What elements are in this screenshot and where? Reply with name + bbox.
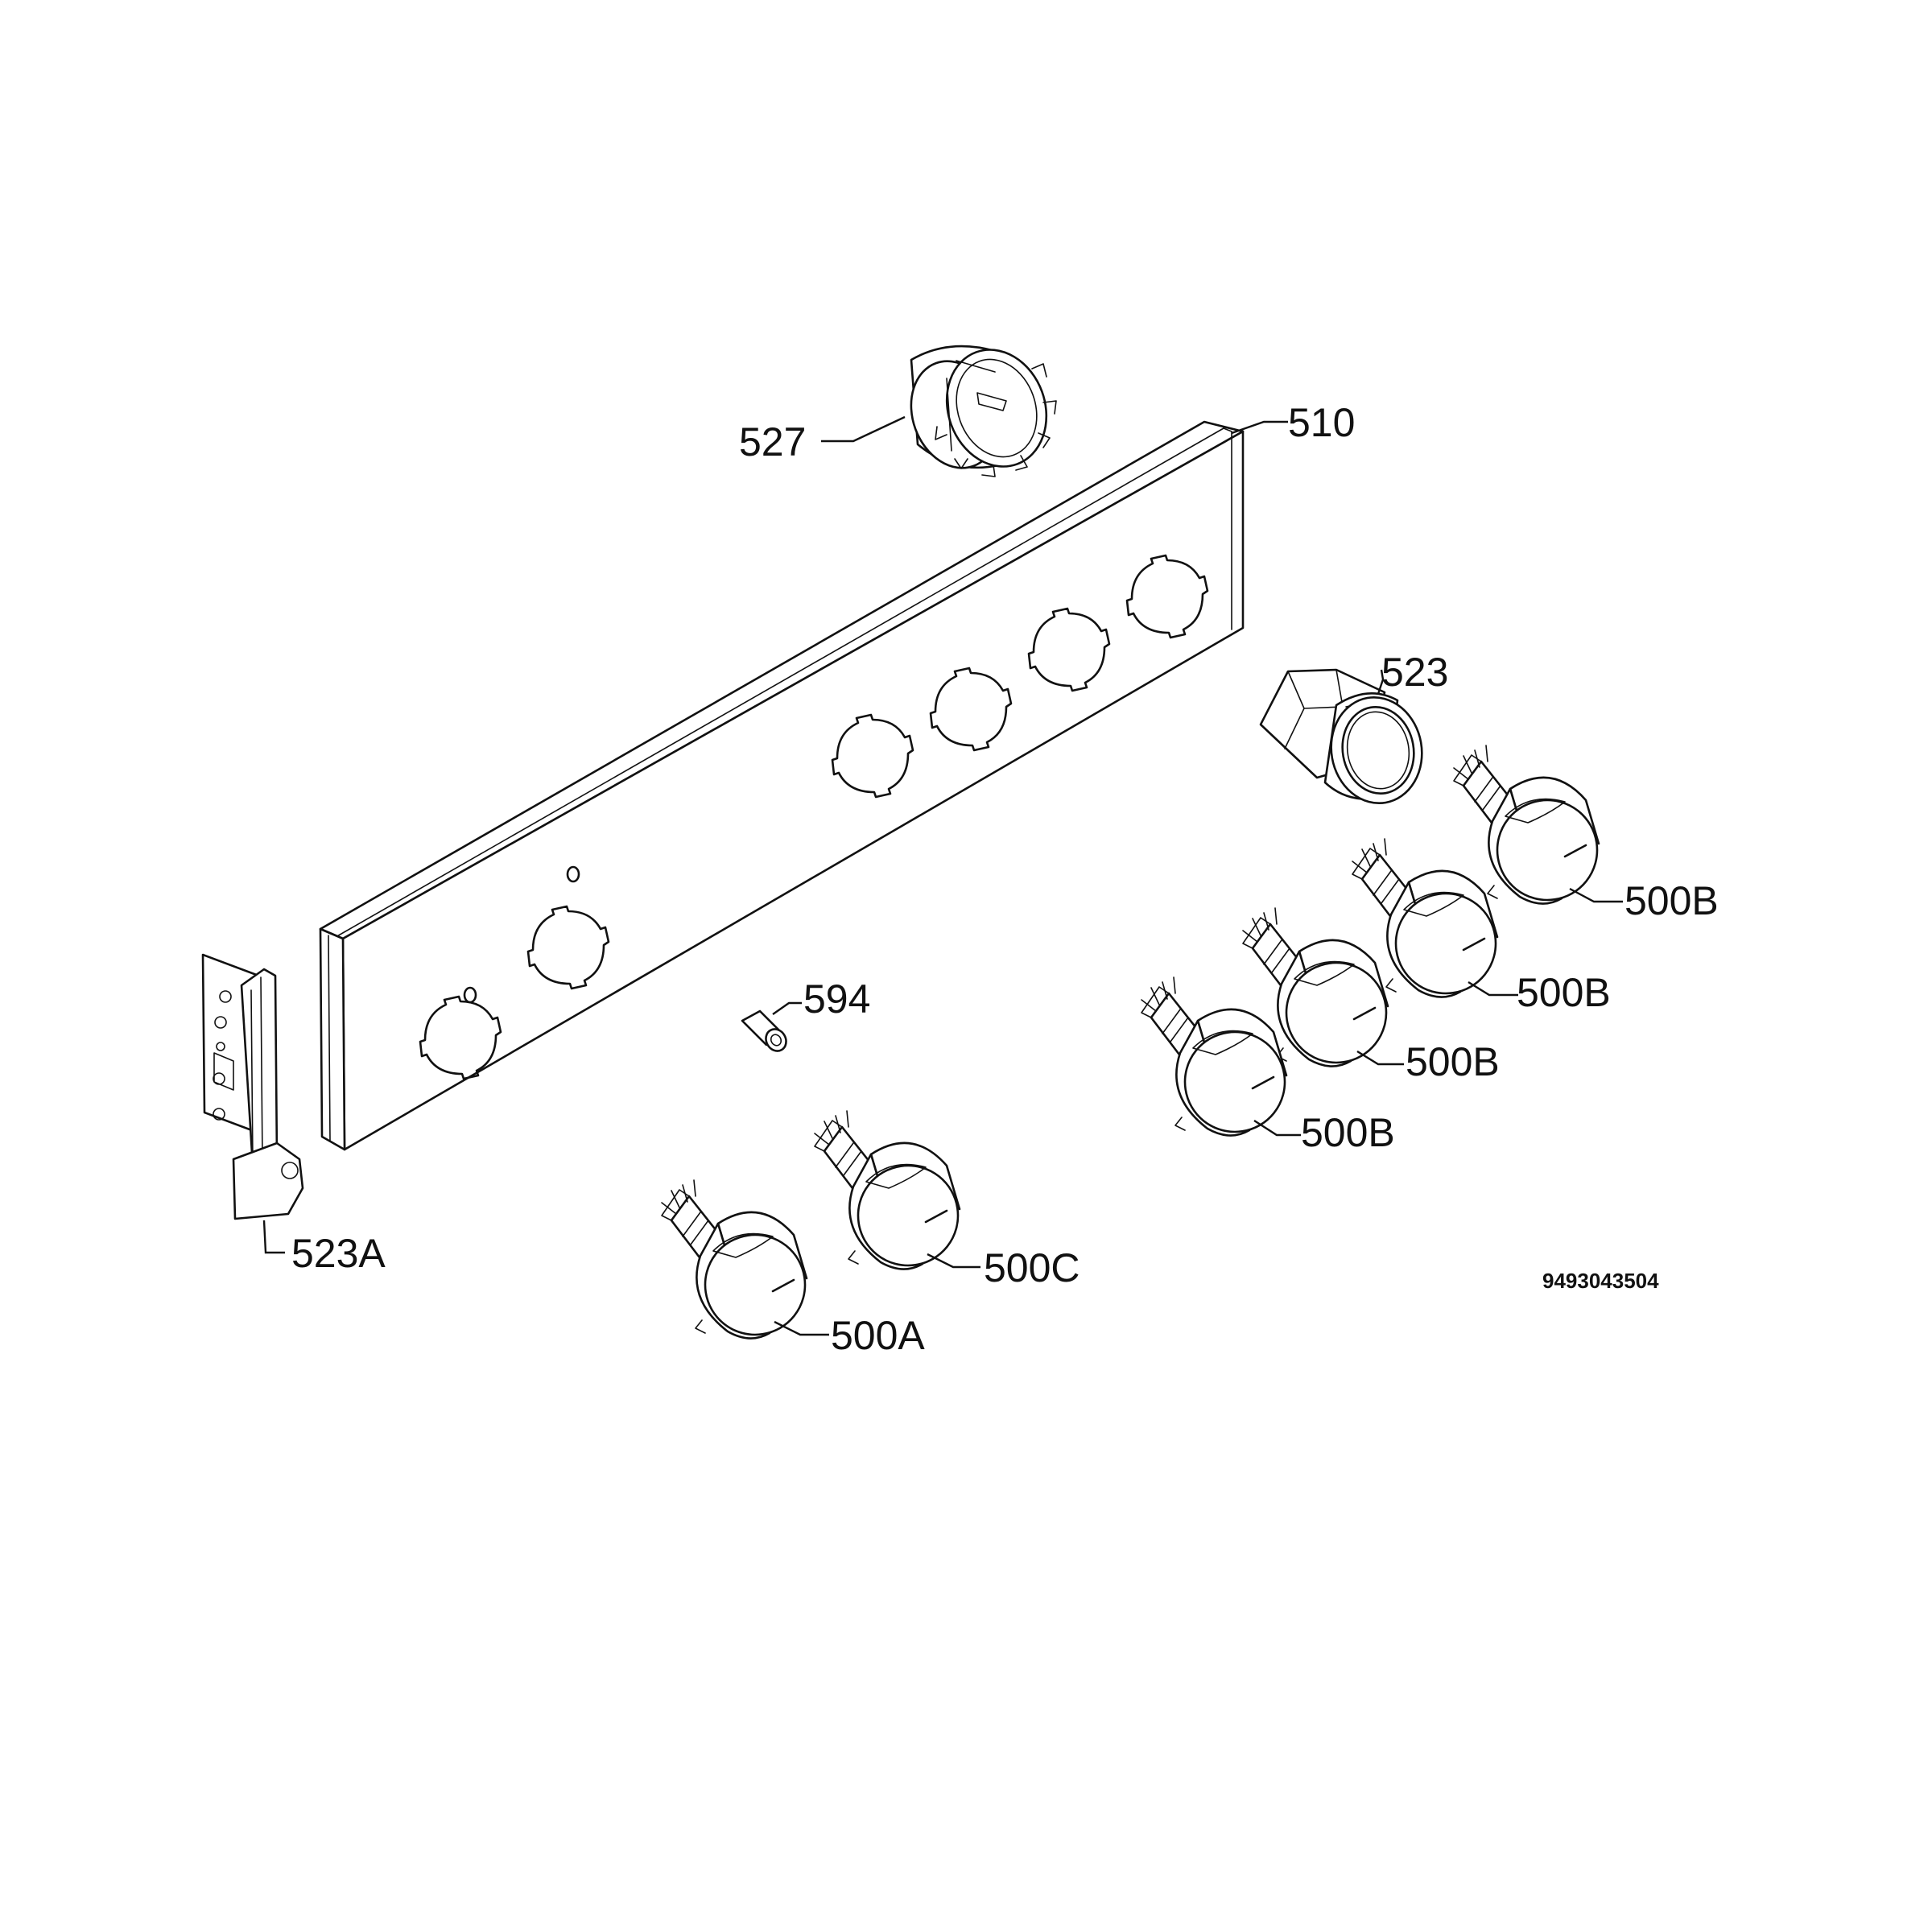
label-500b-2: 500B — [1517, 970, 1611, 1015]
leader-527 — [821, 415, 906, 443]
leader-500a — [774, 1320, 829, 1336]
leader-510 — [1231, 420, 1288, 435]
part-527-ring — [910, 345, 1057, 477]
label-500b-1: 500B — [1624, 878, 1719, 923]
part-510-control-panel — [319, 420, 1245, 1151]
part-594-pin — [741, 1009, 787, 1052]
knob-500c — [813, 1109, 977, 1285]
leader-594 — [772, 1001, 802, 1015]
leader-523 — [1377, 669, 1385, 695]
document-number: 9493043504 — [1542, 1269, 1659, 1293]
leader-500b-2 — [1468, 980, 1518, 997]
label-527: 527 — [739, 419, 806, 464]
label-510: 510 — [1288, 400, 1355, 445]
label-523: 523 — [1381, 650, 1448, 695]
label-500b-4: 500B — [1301, 1110, 1395, 1155]
label-523a: 523A — [291, 1231, 386, 1276]
knob-500a — [660, 1179, 824, 1354]
leader-500b-4 — [1253, 1119, 1301, 1137]
label-500a: 500A — [831, 1313, 925, 1358]
leader-523a — [262, 1220, 285, 1254]
label-500c: 500C — [984, 1245, 1080, 1290]
leader-500c — [927, 1253, 980, 1269]
label-500b-3: 500B — [1406, 1039, 1500, 1084]
leader-500b-1 — [1569, 887, 1623, 903]
leader-500b-3 — [1356, 1050, 1404, 1066]
part-523a-bracket — [201, 953, 304, 1220]
label-594: 594 — [803, 976, 870, 1022]
part-523-switch — [1259, 668, 1423, 805]
